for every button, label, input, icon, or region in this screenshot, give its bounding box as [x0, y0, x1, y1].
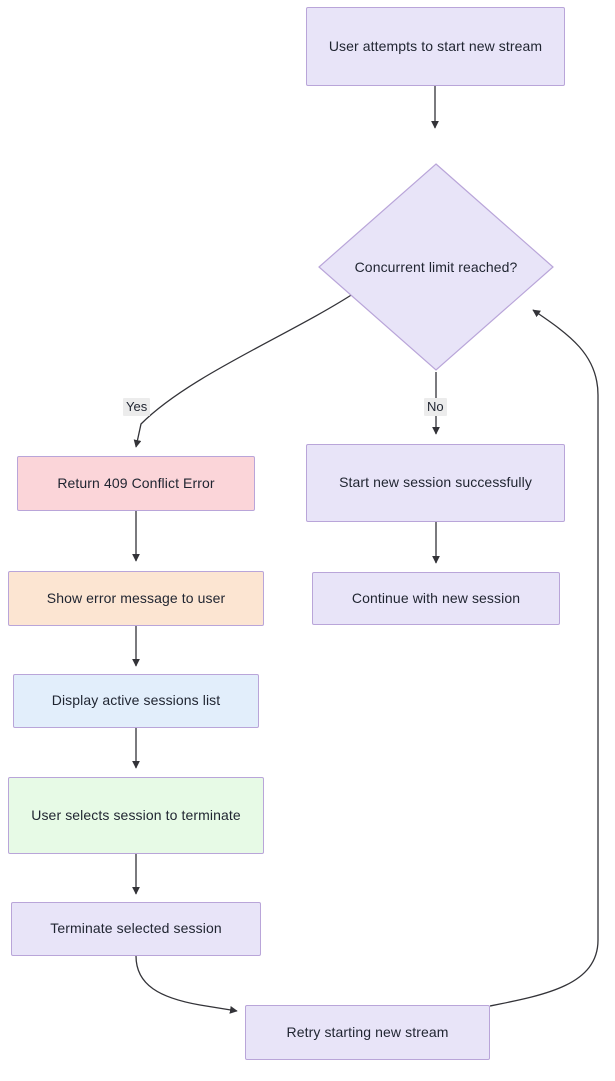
- node-terminate-session[interactable]: Terminate selected session: [11, 902, 261, 956]
- node-display-sessions-label: Display active sessions list: [51, 692, 221, 709]
- node-conflict-label: Return 409 Conflict Error: [57, 474, 215, 491]
- node-conflict[interactable]: Return 409 Conflict Error: [17, 456, 255, 511]
- node-start[interactable]: User attempts to start new stream: [306, 7, 565, 86]
- node-start-new-session-label: Start new session successfully: [339, 474, 532, 491]
- node-select-session-label: User selects session to terminate: [31, 806, 241, 823]
- node-retry-stream-label: Retry starting new stream: [286, 1023, 449, 1040]
- node-decision-label: Concurrent limit reached?: [354, 259, 518, 275]
- edge-terminate-to-retry: [135, 955, 238, 1014]
- node-retry-stream[interactable]: Retry starting new stream: [245, 1005, 490, 1060]
- node-show-error[interactable]: Show error message to user: [8, 571, 264, 626]
- node-terminate-session-label: Terminate selected session: [50, 920, 222, 937]
- node-select-session[interactable]: User selects session to terminate: [8, 777, 264, 854]
- node-continue-session-label: Continue with new session: [351, 589, 521, 606]
- node-start-new-session[interactable]: Start new session successfully: [306, 444, 565, 522]
- node-display-sessions[interactable]: Display active sessions list: [13, 674, 259, 728]
- node-start-label: User attempts to start new stream: [328, 37, 543, 54]
- node-show-error-label: Show error message to user: [46, 589, 226, 606]
- node-decision[interactable]: Concurrent limit reached?: [318, 163, 554, 371]
- edge-retry-to-decision: [489, 309, 599, 1007]
- edge-label-yes: Yes: [123, 398, 151, 417]
- node-continue-session[interactable]: Continue with new session: [312, 572, 560, 625]
- edge-label-no: No: [424, 398, 447, 417]
- diamond-shape: [318, 163, 554, 371]
